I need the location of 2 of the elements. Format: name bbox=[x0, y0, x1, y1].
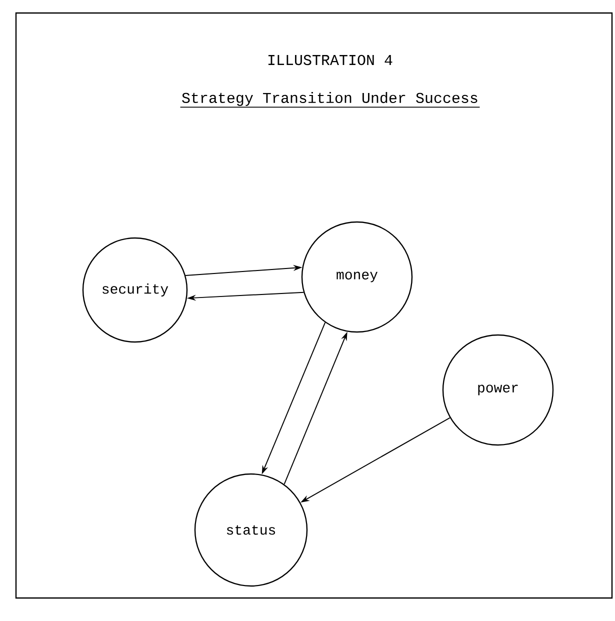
title: ILLUSTRATION 4 bbox=[268, 54, 392, 66]
subtitle: Strategy Transition Under Success bbox=[182, 92, 478, 106]
